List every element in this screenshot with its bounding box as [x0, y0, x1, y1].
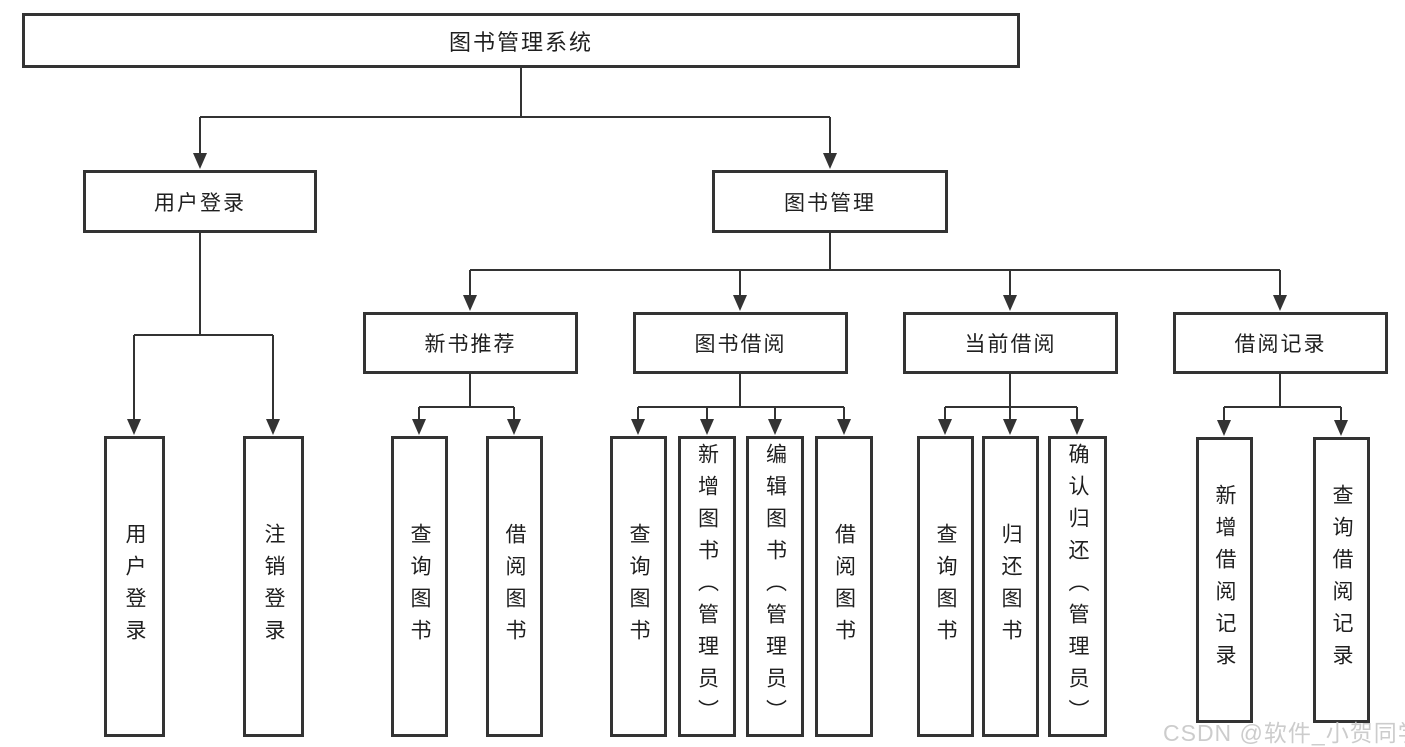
leaf-user-login: 用户登录 — [104, 436, 165, 737]
node-user-login: 用户登录 — [83, 170, 317, 233]
leaf-edit-books-admin-label: 编辑图书（管理员） — [763, 442, 787, 731]
leaf-user-login-label: 用户登录 — [123, 522, 147, 651]
leaf-borrowing-borrow-books-label: 借阅图书 — [832, 522, 856, 651]
node-root-label: 图书管理系统 — [448, 29, 593, 55]
leaf-add-borrow-record-label: 新增借阅记录 — [1213, 484, 1237, 676]
node-book-borrowing: 图书借阅 — [633, 312, 848, 374]
arrowhead — [768, 419, 782, 435]
node-current-borrowing-label: 当前借阅 — [964, 333, 1057, 356]
arrowhead — [823, 153, 837, 169]
leaf-borrowing-query-books: 查询图书 — [610, 436, 667, 737]
arrowhead — [1273, 295, 1287, 311]
leaf-logout: 注销登录 — [243, 436, 304, 737]
leaf-borrowing-query-books-label: 查询图书 — [627, 522, 651, 651]
node-new-book-recommend-label: 新书推荐 — [424, 333, 517, 356]
watermark: CSDN @软件_小贺同学 — [1163, 720, 1405, 746]
arrowhead — [938, 419, 952, 435]
leaf-borrowing-borrow-books: 借阅图书 — [815, 436, 873, 737]
node-root: 图书管理系统 — [22, 13, 1020, 68]
node-borrowing-records-label: 借阅记录 — [1234, 333, 1327, 356]
leaf-recommend-borrow-books: 借阅图书 — [486, 436, 543, 737]
leaf-current-query-books: 查询图书 — [917, 436, 974, 737]
leaf-confirm-return-admin: 确认归还（管理员） — [1048, 436, 1107, 737]
arrowhead — [1334, 420, 1348, 436]
arrowhead — [733, 295, 747, 311]
leaf-add-books-admin-label: 新增图书（管理员） — [695, 442, 719, 731]
node-new-book-recommend: 新书推荐 — [363, 312, 578, 374]
leaf-current-query-books-label: 查询图书 — [934, 522, 958, 651]
arrowhead — [412, 419, 426, 435]
node-borrowing-records: 借阅记录 — [1173, 312, 1388, 374]
leaf-recommend-borrow-books-label: 借阅图书 — [503, 522, 527, 651]
leaf-add-borrow-record: 新增借阅记录 — [1196, 437, 1253, 723]
arrowhead — [1217, 420, 1231, 436]
arrowhead — [631, 419, 645, 435]
leaf-confirm-return-admin-label: 确认归还（管理员） — [1066, 442, 1090, 731]
node-book-borrowing-label: 图书借阅 — [694, 333, 787, 356]
leaf-query-borrow-record-label: 查询借阅记录 — [1330, 484, 1354, 676]
leaf-query-borrow-record: 查询借阅记录 — [1313, 437, 1370, 723]
arrowhead — [1070, 419, 1084, 435]
leaf-return-books-label: 归还图书 — [999, 522, 1023, 651]
leaf-return-books: 归还图书 — [982, 436, 1039, 737]
leaf-recommend-query-books: 查询图书 — [391, 436, 448, 737]
arrowhead — [1003, 295, 1017, 311]
leaf-logout-label: 注销登录 — [262, 522, 286, 651]
arrowhead — [266, 419, 280, 435]
leaf-recommend-query-books-label: 查询图书 — [408, 522, 432, 651]
node-user-login-label: 用户登录 — [154, 191, 246, 215]
arrowhead — [193, 153, 207, 169]
arrowhead — [463, 295, 477, 311]
leaf-add-books-admin: 新增图书（管理员） — [678, 436, 736, 737]
arrowhead — [1003, 419, 1017, 435]
node-book-management-label: 图书管理 — [784, 191, 876, 215]
node-book-management: 图书管理 — [712, 170, 948, 233]
arrowhead — [127, 419, 141, 435]
arrowhead — [837, 419, 851, 435]
arrowhead — [700, 419, 714, 435]
node-current-borrowing: 当前借阅 — [903, 312, 1118, 374]
leaf-edit-books-admin: 编辑图书（管理员） — [746, 436, 804, 737]
arrowhead — [507, 419, 521, 435]
